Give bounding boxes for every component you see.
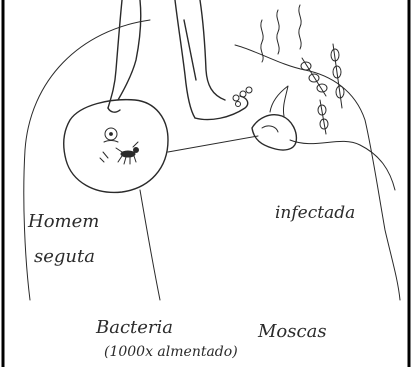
label-homem: Homem [27, 211, 99, 232]
label-infectada: infectada [275, 203, 355, 223]
connector-line [168, 136, 258, 152]
label-moscas: Moscas [257, 321, 327, 342]
legs-drawing [108, 0, 252, 120]
lower-ground-curve [290, 140, 395, 190]
label-bacteria: Bacteria [95, 317, 173, 338]
bacteria-drawing [100, 128, 139, 164]
label-seguta: seguta [34, 246, 95, 267]
magnification-circle [64, 100, 168, 193]
label-bacteria-scale: (1000x almentado) [104, 344, 238, 360]
flies-drawing [301, 44, 344, 134]
bacteria-pointer [140, 190, 160, 300]
odor-lines [261, 5, 301, 62]
